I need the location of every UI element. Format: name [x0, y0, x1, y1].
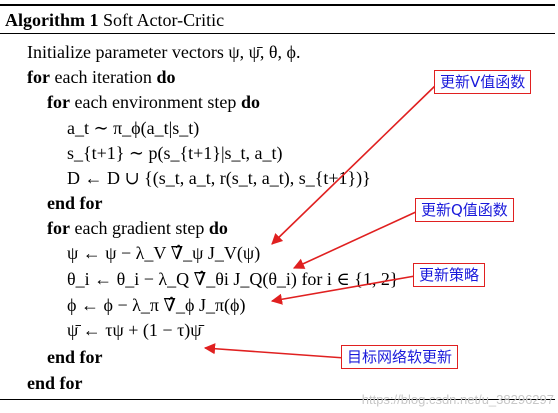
top-rule — [0, 4, 555, 6]
line-for-env-step: for each environment step do — [47, 90, 260, 114]
kw-end-for: end for — [47, 193, 103, 213]
grad-phi-text: ϕ ← ϕ − λ_π ∇̂_ϕ J_π(ϕ) — [67, 295, 246, 315]
kw-for: for — [47, 92, 70, 112]
title-rule — [0, 33, 555, 34]
line-end-for-env: end for — [47, 191, 103, 215]
line-update-v: ψ ← ψ − λ_V ∇̂_ψ J_V(ψ) — [67, 241, 260, 265]
line-update-target: ψ̄ ← τψ + (1 − τ)ψ̄ — [67, 318, 202, 342]
line-for-grad-step: for each gradient step do — [47, 216, 228, 240]
algorithm-name: Soft Actor-Critic — [103, 10, 225, 30]
bottom-rule — [0, 399, 555, 400]
line-sample-action: a_t ∼ π_ϕ(a_t|s_t) — [67, 116, 199, 140]
callout-update-policy: 更新策略 — [413, 263, 486, 287]
grad-theta-suffix: for i ∈ {1, 2} — [301, 269, 399, 289]
line-sample-state: s_{t+1} ∼ p(s_{t+1}|s_t, a_t) — [67, 141, 283, 165]
arrow-to-v-update — [271, 83, 438, 245]
init-text: Initialize parameter vectors ψ, ψ̄, θ, ϕ… — [27, 42, 301, 62]
line-update-q: θ_i ← θ_i − λ_Q ∇̂_θi J_Q(θ_i) for i ∈ {… — [67, 267, 399, 291]
kw-end-for: end for — [27, 373, 83, 393]
for-env-text: each environment step — [74, 92, 237, 112]
line-update-policy: ϕ ← ϕ − λ_π ∇̂_ϕ J_π(ϕ) — [67, 293, 246, 317]
callout-update-q: 更新Q值函数 — [415, 198, 514, 222]
env-a-text: a_t ∼ π_ϕ(a_t|s_t) — [67, 118, 200, 138]
kw-do: do — [240, 92, 260, 112]
kw-end-for: end for — [47, 347, 103, 367]
env-s-text: s_{t+1} ∼ p(s_{t+1}|s_t, a_t) — [67, 143, 283, 163]
arrow-to-policy-update — [270, 275, 416, 305]
algorithm-number: Algorithm 1 — [5, 10, 99, 30]
kw-do: do — [156, 67, 176, 87]
line-end-for-iter: end for — [27, 371, 83, 395]
callout-update-v: 更新V值函数 — [434, 70, 532, 94]
kw-for: for — [47, 218, 70, 238]
for-iteration-text: each iteration — [54, 67, 152, 87]
arrow-to-q-update — [292, 210, 419, 269]
env-d-text: D ← D ∪ {(s_t, a_t, r(s_t, a_t), s_{t+1}… — [67, 168, 371, 188]
grad-psi-text: ψ ← ψ − λ_V ∇̂_ψ J_V(ψ) — [67, 243, 261, 263]
watermark: https://blog.csdn.net/u_38296297 — [361, 392, 554, 407]
kw-for: for — [27, 67, 50, 87]
grad-theta-text: θ_i ← θ_i − λ_Q ∇̂_θi J_Q(θ_i) — [67, 269, 297, 289]
line-initialize: Initialize parameter vectors ψ, ψ̄, θ, ϕ… — [27, 40, 301, 64]
line-replay-buffer: D ← D ∪ {(s_t, a_t, r(s_t, a_t), s_{t+1}… — [67, 166, 371, 190]
arrow-to-target-update — [203, 343, 346, 359]
kw-do: do — [208, 218, 228, 238]
algorithm-title: Algorithm 1 Soft Actor-Critic — [5, 9, 224, 31]
for-grad-text: each gradient step — [74, 218, 205, 238]
line-for-iteration: for each iteration do — [27, 65, 175, 89]
callout-target-soft-update: 目标网络软更新 — [341, 345, 459, 369]
line-end-for-grad: end for — [47, 345, 103, 369]
grad-psibar-text: ψ̄ ← τψ + (1 − τ)ψ̄ — [67, 320, 202, 340]
